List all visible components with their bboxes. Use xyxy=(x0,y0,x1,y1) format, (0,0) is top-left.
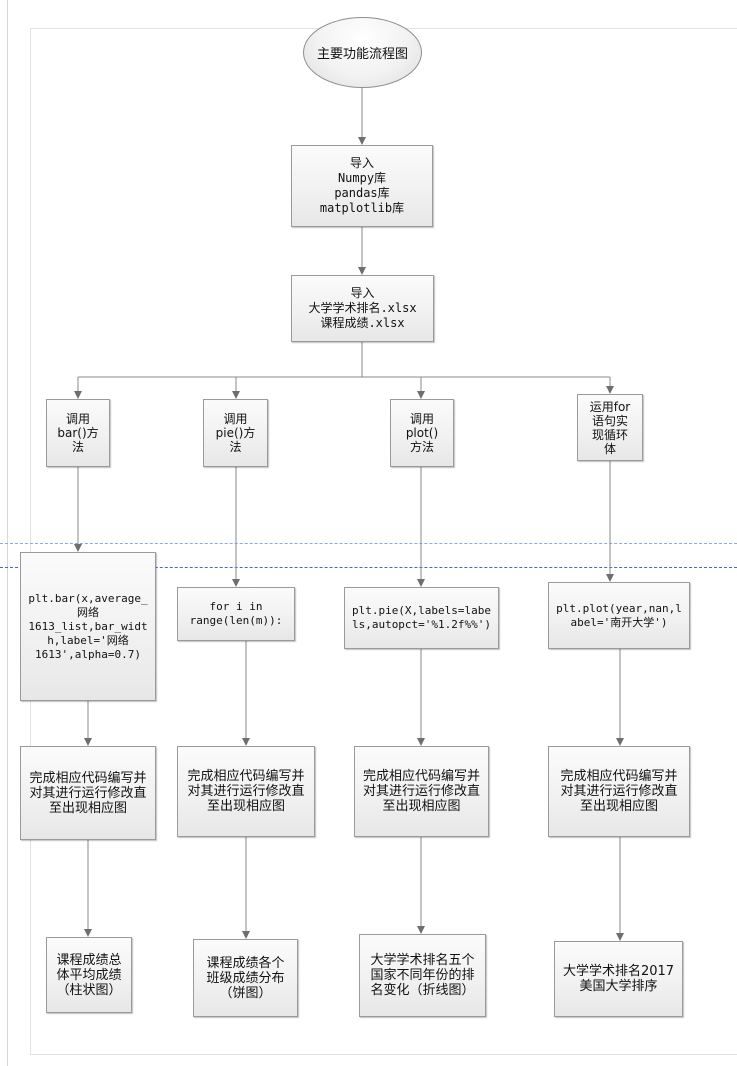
pie-step-box: 完成相应代码编写并 对其进行运行修改直 至出现相应图 xyxy=(177,746,315,837)
start-node: 主要功能流程图 xyxy=(303,17,422,88)
page-break-guide xyxy=(0,543,737,544)
plot-method-box: 调用 plot() 方法 xyxy=(390,399,454,467)
pie-step-label: 完成相应代码编写并 对其进行运行修改直 至出现相应图 xyxy=(187,769,305,814)
bar-method-label: 调用 bar()方 法 xyxy=(57,412,99,454)
pie-result-label: 课程成绩各个 班级成绩分布 （饼图） xyxy=(206,955,285,1001)
plot-result-box: 大学学术排名五个 国家不同年份的排 名变化（折线图） xyxy=(359,934,486,1017)
bar-step-box: 完成相应代码编写并 对其进行运行修改直 至出现相应图 xyxy=(20,746,156,840)
plot-step-box: 完成相应代码编写并 对其进行运行修改直 至出现相应图 xyxy=(354,746,489,837)
bar-code-label: plt.bar(x,average_ 网络 1613_list,bar_widt… xyxy=(28,591,148,661)
pie-method-label: 调用 pie()方 法 xyxy=(215,412,256,454)
import-files-label: 导入 大学学术排名.xlsx 课程成绩.xlsx xyxy=(308,286,417,330)
start-node-label: 主要功能流程图 xyxy=(316,47,408,62)
bar-step-label: 完成相应代码编写并 对其进行运行修改直 至出现相应图 xyxy=(29,770,147,816)
for-loop-label: 运用for 语句实 现循环 体 xyxy=(589,399,631,456)
import-libraries-label: 导入 Numpy库 pandas库 matplotlib库 xyxy=(319,156,405,215)
pie-code-box: for i in range(len(m)): xyxy=(177,587,295,641)
plot-result-label: 大学学术排名五个 国家不同年份的排 名变化（折线图） xyxy=(370,953,475,998)
bar-result-box: 课程成绩总 体平均成绩 （柱状图） xyxy=(46,937,132,1013)
pie-code-label: for i in range(len(m)): xyxy=(189,600,283,627)
bar-method-box: 调用 bar()方 法 xyxy=(46,399,110,467)
plot-code-box: plt.pie(X,labels=labe ls,autopct='%1.2f%… xyxy=(344,587,499,649)
bar-code-box: plt.bar(x,average_ 网络 1613_list,bar_widt… xyxy=(20,552,156,701)
loop-code-label: plt.plot(year,nan,l abel='南开大学') xyxy=(556,601,682,629)
loop-result-box: 大学学术排名2017 美国大学排序 xyxy=(554,941,683,1017)
page-break-guide xyxy=(0,567,737,568)
loop-step-label: 完成相应代码编写并 对其进行运行修改直 至出现相应图 xyxy=(560,769,678,814)
pie-result-box: 课程成绩各个 班级成绩分布 （饼图） xyxy=(193,939,298,1017)
plot-method-label: 调用 plot() 方法 xyxy=(405,412,439,454)
plot-code-label: plt.pie(X,labels=labe ls,autopct='%1.2f%… xyxy=(351,604,492,631)
loop-result-label: 大学学术排名2017 美国大学排序 xyxy=(562,964,675,994)
import-libraries-box: 导入 Numpy库 pandas库 matplotlib库 xyxy=(291,145,433,227)
plot-step-label: 完成相应代码编写并 对其进行运行修改直 至出现相应图 xyxy=(362,769,480,814)
left-frame-line xyxy=(7,0,8,1066)
loop-step-box: 完成相应代码编写并 对其进行运行修改直 至出现相应图 xyxy=(548,746,690,837)
for-loop-box: 运用for 语句实 现循环 体 xyxy=(577,394,643,461)
loop-code-box: plt.plot(year,nan,l abel='南开大学') xyxy=(548,582,690,649)
bar-result-label: 课程成绩总 体平均成绩 （柱状图） xyxy=(56,952,122,998)
import-files-box: 导入 大学学术排名.xlsx 课程成绩.xlsx xyxy=(291,275,434,342)
pie-method-box: 调用 pie()方 法 xyxy=(203,399,268,467)
